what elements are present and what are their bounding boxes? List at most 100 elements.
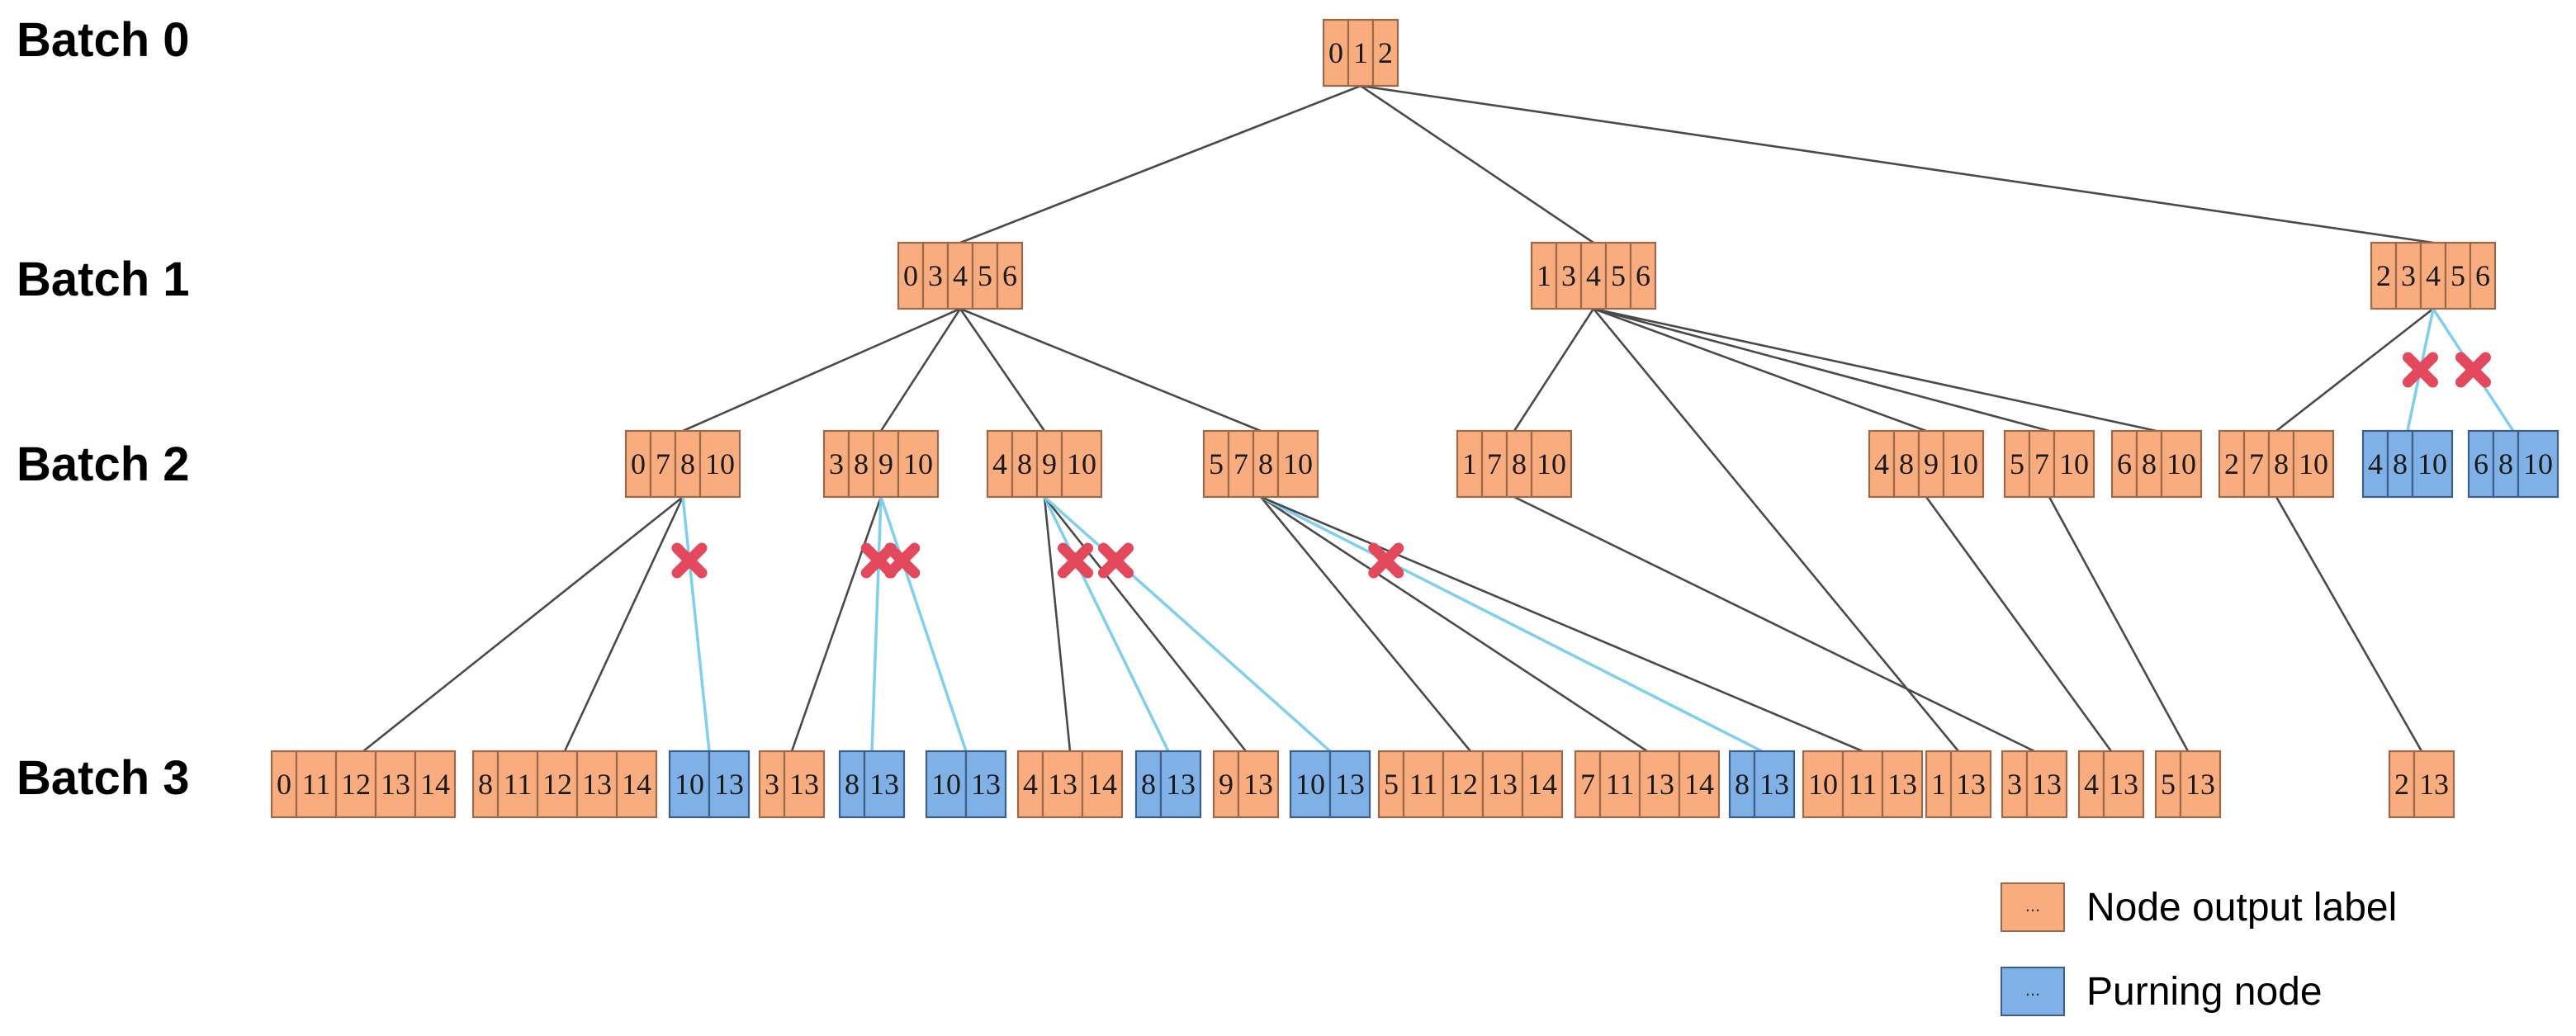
pruning-node-b3h: 8 13 [1134,750,1202,819]
node-cell-label: 7 [2249,447,2264,480]
node-cell-label: 14 [1684,768,1714,801]
batch-3-label: Batch 3 [17,751,190,805]
node-cell-label: 5 [978,259,992,292]
node-cell-label: 8 [2393,447,2408,480]
node-cell [536,750,579,819]
node-cell-label: 7 [1234,447,1248,480]
node-cell-label: 10 [2417,447,2447,480]
node-cell-label: 8 [1017,447,1032,480]
prune-marks-layer [671,352,2491,579]
batch-2-label: Batch 2 [17,438,190,491]
node-cell-label: 13 [582,768,612,801]
node-cell [2388,750,2416,819]
node-cell [2517,429,2559,499]
node-cell-label: 13 [1166,768,1196,801]
node-cell-label: 8 [2142,447,2157,480]
node-cell-label: 10 [1283,447,1313,480]
node-cell-label: 13 [971,768,1001,801]
node-cell [897,429,940,499]
node-cell [668,750,711,819]
tree-edge [959,308,1046,432]
node-cell [1925,750,1953,819]
node-cell-label: 9 [878,447,893,480]
legend-swatch-output [2001,882,2065,932]
node-cell-label: 10 [2059,447,2089,480]
node-cell-label: 8 [1141,768,1156,801]
node-cell [863,750,906,819]
tree-edge [1043,496,1072,752]
node-cell-label: 14 [420,768,450,801]
node-cell-label: 3 [2007,768,2022,801]
node-cell [1371,18,1399,88]
node-cell [1442,750,1485,819]
node-cell-label: 6 [2474,447,2488,480]
node-cell [946,241,974,310]
node-cell-label: 8 [1258,447,1273,480]
node-cell [2413,750,2455,819]
node-cell [2001,750,2029,819]
node-cell-label: 6 [2117,447,2132,480]
node-cell-label: 1 [1931,768,1946,801]
pruned-edge [1043,495,1332,753]
node-cell-label: 9 [1924,447,1939,480]
node-cell-label: 13 [381,768,410,801]
node-cell [1159,750,1202,819]
node-cell-label: 9 [1219,768,1234,801]
legend-swatch-pruning [2001,967,2065,1016]
node-cell [971,241,999,310]
node-cell [1728,750,1756,819]
tree-edge [1260,495,1863,753]
node-cell [2492,429,2520,499]
node-cell-label: 7 [656,447,670,480]
prune-cross-icon [2403,352,2438,388]
node-cell-label: 10 [2523,447,2553,480]
node-cell-label: 2 [2394,768,2409,801]
node-cell [2411,429,2454,499]
node-cell-label: 5 [1384,768,1399,801]
node-cell [708,750,751,819]
node-cell-label: 13 [714,768,744,801]
node-cell [1011,429,1039,499]
node-cell-label: 12 [542,768,572,801]
node-cell-label: 8 [2498,447,2513,480]
node-cell [838,750,866,819]
node-cell [414,750,457,819]
prune-cross-icon [884,542,921,579]
node-cell-label: 13 [1243,768,1273,801]
node-cell-label: 1 [1353,36,1368,69]
pruned-edge [879,496,968,752]
tree-edge [879,308,962,432]
node-cell [1521,750,1564,819]
node-cell [996,241,1024,310]
node-cell [1252,429,1280,499]
tree-edge [959,84,1361,244]
node-cell [783,750,826,819]
node-cell [925,750,968,819]
batch-0-label: Batch 0 [17,13,190,67]
node-cell [1530,429,1573,499]
node-cell-label: 10 [1067,447,1096,480]
node-cell [1456,429,1484,499]
tree-edge [1043,496,1248,752]
node-cell-label: 5 [2451,259,2465,292]
node-cell [2053,429,2095,499]
tree-edge [2275,307,2434,433]
node-cell [2179,750,2222,819]
node-cell-label: 13 [1759,768,1789,801]
node-cell-label: 3 [2401,259,2416,292]
node-cell-label: 8 [845,768,859,801]
legend-swatch-output-text: ... [2025,895,2040,915]
